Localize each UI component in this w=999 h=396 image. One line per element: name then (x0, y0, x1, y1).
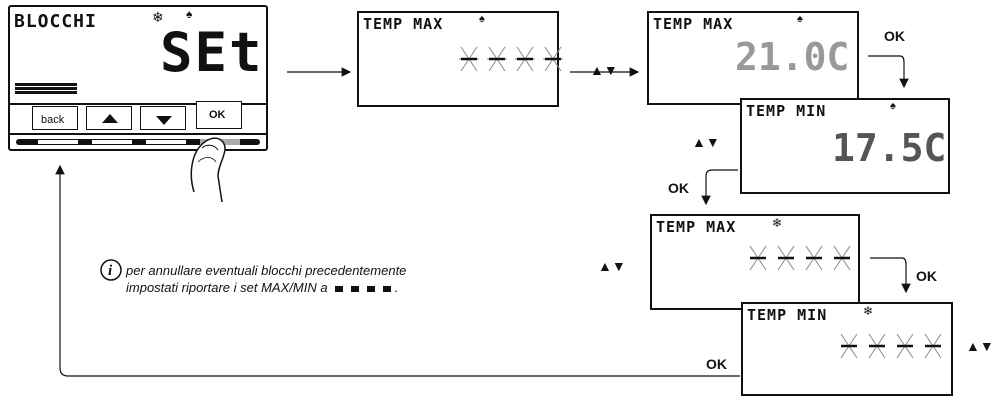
lcd-value: SEt (160, 21, 264, 84)
up-arrow-icon (102, 114, 118, 123)
up-down-arrows-label: ▲▼ (966, 338, 994, 354)
ok-button-label: OK (209, 109, 226, 121)
blinking-dashes (459, 46, 563, 72)
screen-value: 17.5C (832, 126, 947, 170)
up-down-arrows-label: ▲▼ (590, 62, 618, 78)
flame-icon: ♠ (479, 13, 485, 25)
down-arrow-icon (156, 116, 172, 125)
screen-label: TEMP MAX (656, 218, 737, 236)
screen-temp-min-1: TEMP MIN ♠ 17.5C (740, 98, 950, 194)
screen-label: TEMP MAX (653, 15, 734, 33)
screen-temp-max-1: TEMP MAX ♠ (357, 11, 563, 107)
info-note: per annullare eventuali blocchi preceden… (126, 262, 526, 296)
back-button-label: back (41, 114, 65, 126)
screen-temp-max-3: TEMP MAX ❄ (650, 214, 860, 310)
screen-temp-max-2: TEMP MAX ♠ 21.0C (647, 11, 859, 105)
ok-label: OK (706, 356, 727, 372)
button-strip (10, 133, 266, 151)
ok-label: OK (916, 268, 937, 284)
divider (10, 103, 266, 105)
screen-label: TEMP MIN (746, 102, 827, 120)
up-down-arrows-label: ▲▼ (598, 258, 626, 274)
info-note-line2-row: impostati riportare i set MAX/MIN a . (126, 279, 526, 296)
screen-temp-min-2: TEMP MIN ❄ (741, 302, 953, 396)
down-button[interactable] (140, 106, 186, 130)
dash-placeholder (335, 285, 392, 292)
lcd-bar-indicator (15, 83, 77, 95)
info-note-line2: impostati riportare i set MAX/MIN a (126, 280, 328, 295)
lcd-label: BLOCCHI (14, 11, 97, 32)
up-down-arrows-label: ▲▼ (692, 134, 720, 150)
info-note-line2-end: . (394, 280, 399, 295)
blinking-dashes (840, 333, 942, 359)
finger-press-icon (190, 137, 226, 203)
thermostat-device: BLOCCHI ❄ ♠ SEt back OK (8, 5, 268, 151)
ok-label: OK (884, 28, 905, 44)
screen-label: TEMP MIN (747, 306, 828, 324)
blinking-dashes (749, 245, 851, 271)
svg-text:i: i (108, 263, 113, 279)
ok-button[interactable]: OK (196, 101, 242, 129)
flame-icon: ♠ (890, 100, 896, 112)
flame-icon: ♠ (797, 13, 803, 25)
screen-label: TEMP MAX (363, 15, 444, 33)
ok-label: OK (668, 180, 689, 196)
snowflake-icon: ❄ (863, 304, 874, 318)
back-button[interactable]: back (32, 106, 78, 130)
flame-icon: ♠ (186, 7, 193, 21)
info-note-line1: per annullare eventuali blocchi preceden… (126, 263, 407, 278)
up-button[interactable] (86, 106, 132, 130)
snowflake-icon: ❄ (772, 216, 783, 230)
snowflake-icon: ❄ (152, 9, 164, 25)
screen-value: 21.0C (735, 35, 850, 79)
info-icon: i (100, 259, 122, 281)
